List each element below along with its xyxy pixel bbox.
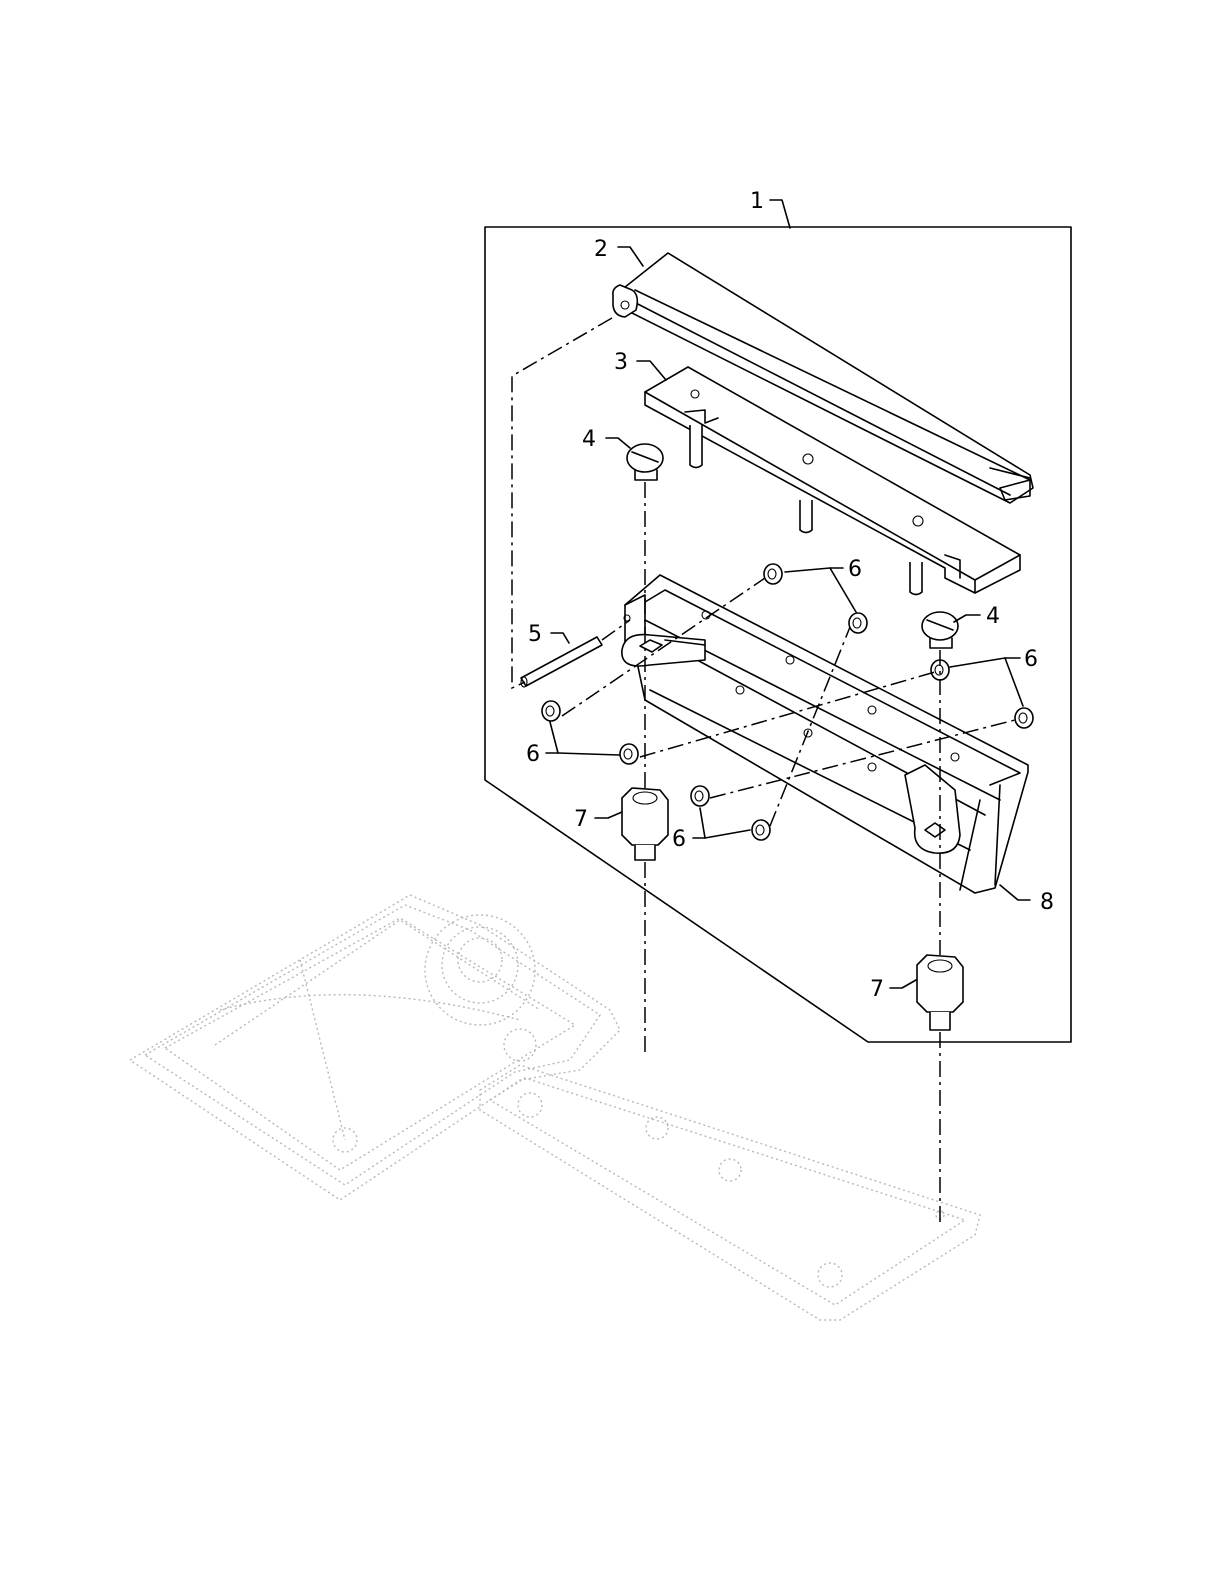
callout-4-left: 4 — [582, 427, 596, 452]
callout-7-left: 7 — [574, 807, 588, 832]
callout-5: 5 — [528, 622, 542, 647]
part-foot-right — [917, 955, 963, 1030]
bushing-1 — [764, 564, 782, 584]
callout-6-right: 6 — [1024, 647, 1038, 672]
callout-4-right: 4 — [986, 604, 1000, 629]
bushing-2 — [849, 613, 867, 633]
callout-6-bottom: 6 — [672, 827, 686, 852]
callout-7-right: 7 — [870, 977, 884, 1002]
part-foot-left — [622, 788, 668, 860]
callout-1: 1 — [750, 189, 764, 214]
ghost-base-plate — [130, 895, 980, 1320]
bushing-3 — [542, 701, 560, 721]
bushing-7 — [691, 786, 709, 806]
part-screw-right — [922, 612, 958, 648]
callout-3: 3 — [614, 350, 628, 375]
part-screw-left — [627, 444, 663, 480]
bushing-4 — [620, 744, 638, 764]
callout-2: 2 — [594, 237, 608, 262]
bushing-8 — [752, 820, 770, 840]
callout-6-left: 6 — [526, 742, 540, 767]
bushing-6 — [1015, 708, 1033, 728]
callout-8: 8 — [1040, 890, 1054, 915]
callout-6-top: 6 — [848, 557, 862, 582]
